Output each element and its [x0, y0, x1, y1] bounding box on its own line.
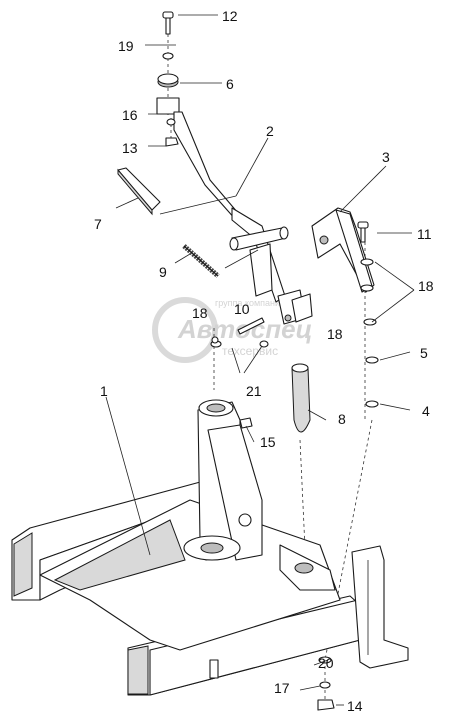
callout-12: 12	[222, 8, 238, 24]
watermark-top-text: группа компаний	[215, 298, 285, 308]
callout-10: 10	[234, 301, 250, 317]
callout-14: 14	[347, 698, 363, 714]
pin-and-washers	[210, 317, 269, 348]
callout-21: 21	[246, 383, 262, 399]
callout-11: 11	[417, 226, 432, 242]
handle-part	[291, 363, 311, 433]
callout-2: 2	[266, 123, 274, 139]
upper-fastener-stack	[157, 11, 179, 147]
watermark-sub-text: техсервис	[222, 344, 278, 358]
callout-18-center: 18	[327, 326, 343, 342]
callout-16: 16	[122, 107, 138, 123]
callout-13: 13	[122, 140, 138, 156]
spring-part	[182, 244, 220, 278]
callout-8: 8	[338, 411, 346, 427]
callout-20: 20	[318, 655, 334, 671]
bracket-part	[311, 207, 375, 293]
callout-3: 3	[382, 149, 390, 165]
lever-part	[156, 97, 313, 325]
callout-labels: 1 2 3 4 5 6 7 8 9 10 11 12 13 14 15 16 1…	[94, 8, 434, 714]
callout-7: 7	[94, 216, 102, 232]
callout-1: 1	[100, 383, 108, 399]
right-fastener-stack	[357, 221, 379, 408]
callout-6: 6	[226, 76, 234, 92]
main-frame	[11, 399, 409, 696]
bottom-fastener-stack	[239, 417, 335, 711]
callout-18-right: 18	[418, 278, 434, 294]
callout-19: 19	[118, 38, 134, 54]
callout-5: 5	[420, 345, 428, 361]
callout-4: 4	[422, 403, 430, 419]
callout-9: 9	[159, 264, 167, 280]
pad-part	[117, 167, 161, 216]
callout-17: 17	[274, 680, 290, 696]
leader-lines	[105, 14, 415, 706]
callout-18-left: 18	[192, 305, 208, 321]
callout-15: 15	[260, 434, 276, 450]
